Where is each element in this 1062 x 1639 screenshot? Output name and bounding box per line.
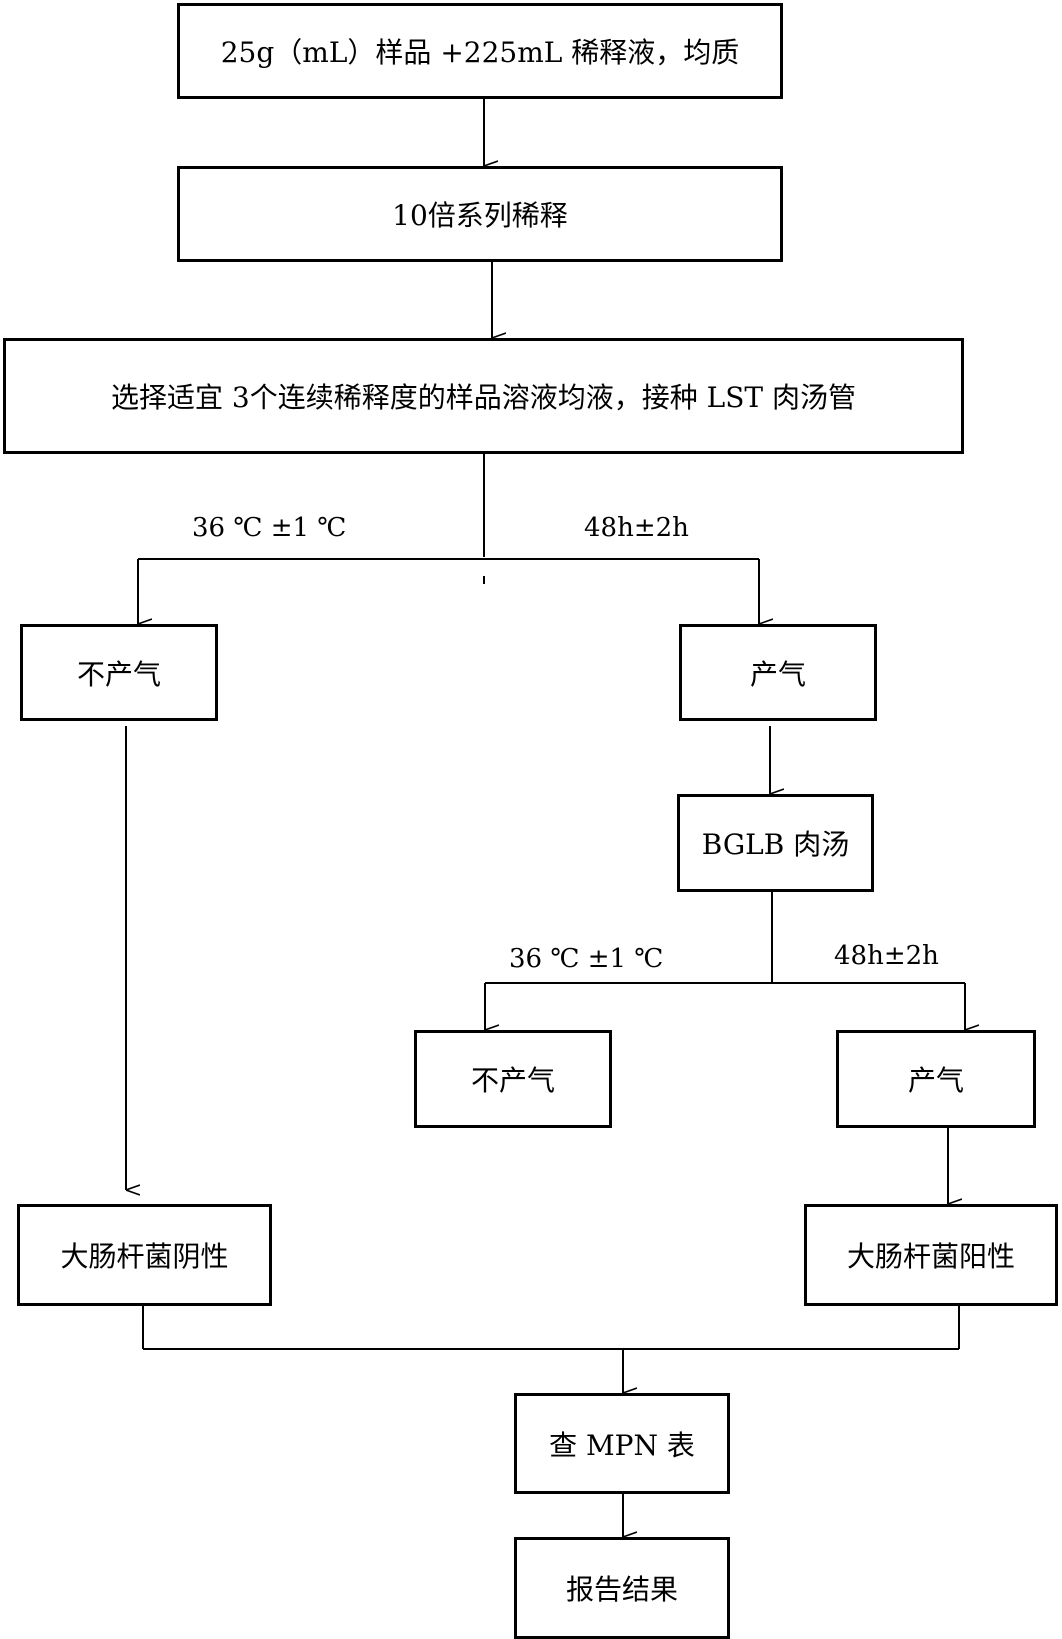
bglb-gas-box: 产气: [836, 1030, 1036, 1128]
bglb-no-gas-box: 不产气: [414, 1030, 612, 1128]
lst-gas-box: 产气: [679, 624, 877, 721]
inoculate-lst-box: 选择适宜 3个连续稀释度的样品溶液均液，接种 LST 肉汤管: [3, 338, 964, 454]
lst-time-label: 48h±2h: [584, 513, 689, 543]
lst-temperature-label: 36 ℃ ±1 ℃: [192, 513, 347, 543]
lst-gas-text: 产气: [749, 657, 806, 691]
bglb-gas-text: 产气: [907, 1064, 964, 1097]
sample-prep-box: 25g（mL）样品 +225mL 稀释液，均质: [177, 3, 783, 99]
lst-no-gas-box: 不产气: [20, 624, 218, 721]
coliform-positive-box: 大肠杆菌阳性: [804, 1204, 1058, 1306]
sample-prep-text: 25g（mL）样品 +225mL 稀释液，均质: [220, 36, 740, 69]
check-mpn-text: 查 MPN 表: [549, 1428, 695, 1462]
bglb-no-gas-text: 不产气: [470, 1064, 555, 1097]
inoculate-lst-text: 选择适宜 3个连续稀释度的样品溶液均液，接种 LST 肉汤管: [111, 381, 856, 414]
lst-no-gas-text: 不产气: [76, 657, 161, 691]
coliform-positive-text: 大肠杆菌阳性: [846, 1240, 1015, 1273]
report-box: 报告结果: [514, 1537, 730, 1639]
bglb-time-label: 48h±2h: [834, 941, 939, 971]
bglb-broth-box: BGLB 肉汤: [677, 794, 874, 892]
coliform-negative-box: 大肠杆菌阴性: [17, 1204, 272, 1306]
bglb-temperature-label: 36 ℃ ±1 ℃: [509, 944, 664, 974]
coliform-negative-text: 大肠杆菌阴性: [60, 1240, 229, 1273]
serial-dilution-text: 10倍系列稀释: [392, 199, 568, 232]
report-text: 报告结果: [565, 1573, 678, 1606]
serial-dilution-box: 10倍系列稀释: [177, 166, 783, 262]
bglb-broth-text: BGLB 肉汤: [701, 828, 850, 861]
check-mpn-box: 查 MPN 表: [514, 1393, 730, 1494]
